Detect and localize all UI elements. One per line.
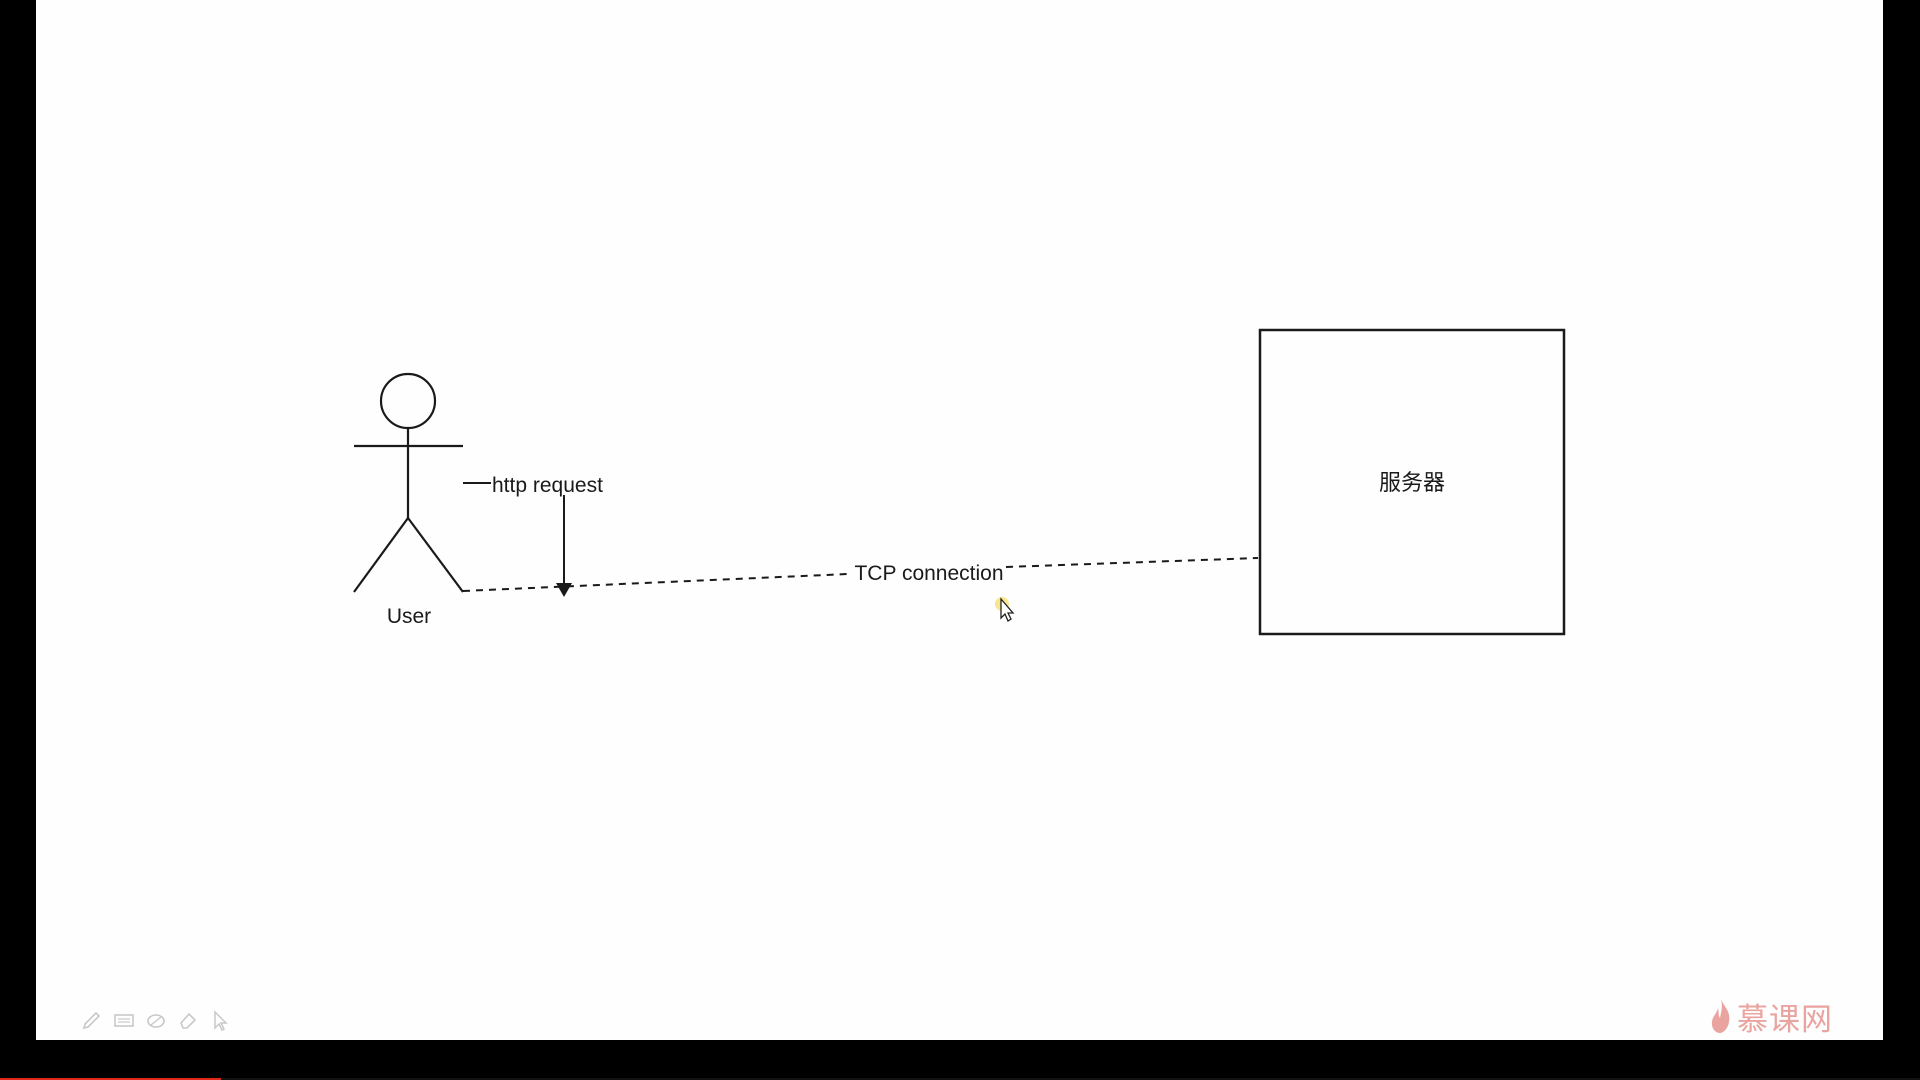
annotation-toolbar — [80, 1006, 232, 1034]
connection-label: TCP connection — [854, 562, 1003, 585]
server-box — [1258, 328, 1566, 636]
cursor-arrow-icon — [1000, 597, 1015, 622]
slide-canvas: User http request TCP connection 服务器 — [36, 0, 1883, 1040]
actor-right-leg — [407, 517, 464, 593]
server-label: 服务器 — [1379, 470, 1445, 495]
tcp-connection-line-left — [462, 573, 849, 592]
highlighter-tool-icon[interactable] — [144, 1008, 168, 1032]
mouse-cursor — [995, 597, 1015, 622]
diagram: User http request TCP connection 服务器 — [353, 328, 1566, 636]
pointer-tool-icon[interactable] — [208, 1008, 232, 1032]
brand-text: 慕课网 — [1737, 1001, 1833, 1038]
keyboard-tool-icon[interactable] — [112, 1008, 136, 1032]
tcp-connection-line-right — [1005, 557, 1259, 568]
actor-head — [379, 372, 437, 430]
actor-figure — [353, 372, 464, 593]
request-label: http request — [492, 474, 603, 497]
brand-logo: 慕课网 — [1709, 996, 1833, 1038]
video-progress-bar[interactable] — [0, 1078, 1920, 1080]
pen-tool-icon[interactable] — [80, 1008, 104, 1032]
actor-label: User — [387, 605, 431, 628]
request-arrow-head — [556, 583, 572, 597]
eraser-tool-icon[interactable] — [176, 1008, 200, 1032]
video-progress-fill — [0, 1078, 221, 1080]
actor-left-leg — [353, 517, 409, 593]
flame-icon — [1711, 999, 1730, 1033]
